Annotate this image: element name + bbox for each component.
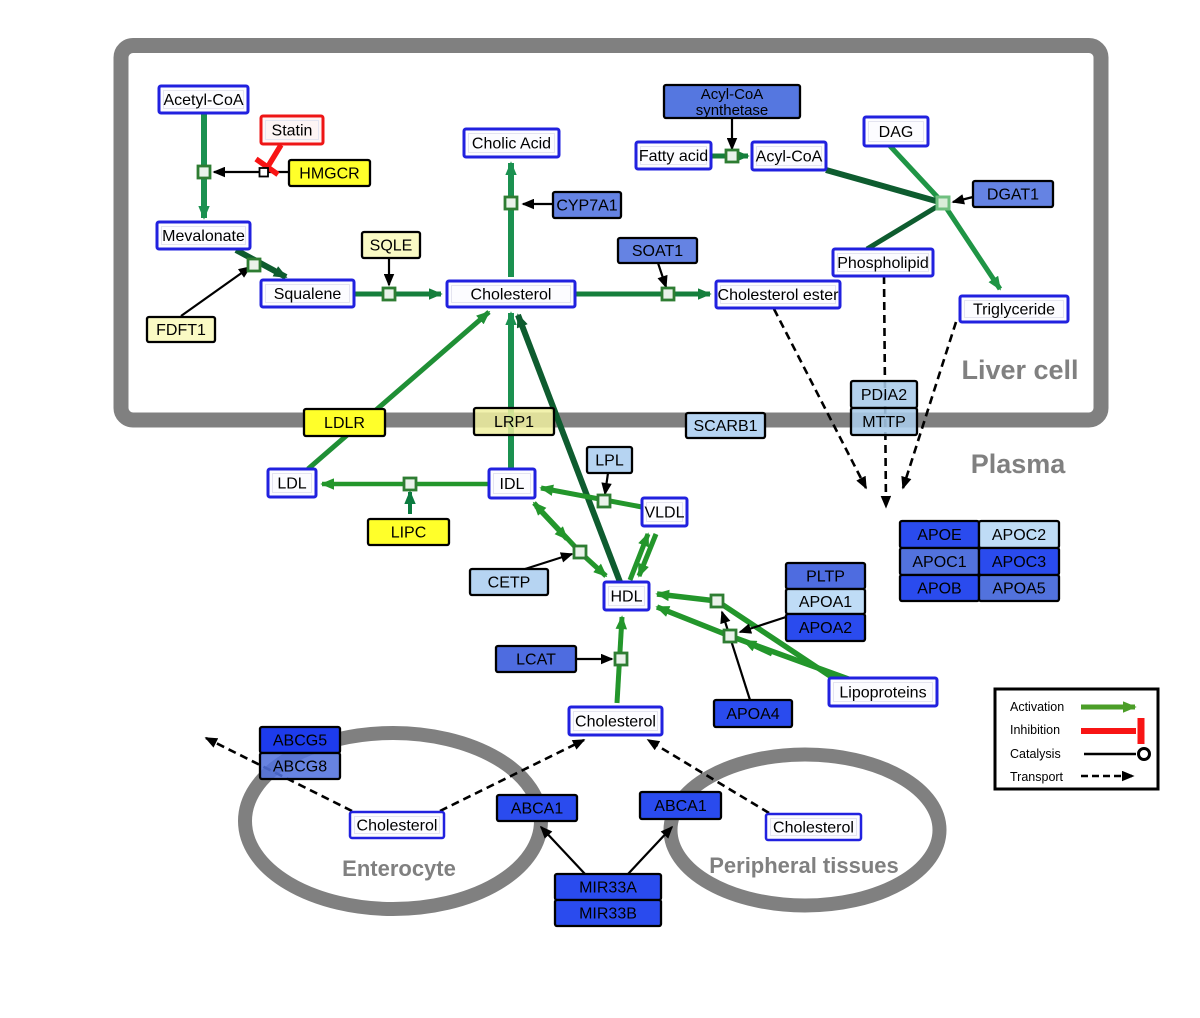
svg-text:APOA4: APOA4 (726, 706, 779, 723)
svg-text:MIR33B: MIR33B (579, 906, 637, 923)
svg-text:ABCA1: ABCA1 (654, 798, 707, 815)
svg-text:Inhibition: Inhibition (1010, 723, 1060, 737)
svg-text:synthetase: synthetase (696, 102, 769, 119)
svg-text:CETP: CETP (488, 575, 531, 592)
svg-text:Lipoproteins: Lipoproteins (839, 685, 926, 702)
svg-text:Cholic Acid: Cholic Acid (472, 136, 551, 153)
svg-text:APOC1: APOC1 (912, 554, 966, 571)
svg-text:Triglyceride: Triglyceride (973, 302, 1055, 319)
svg-text:APOA1: APOA1 (799, 594, 852, 611)
svg-text:APOC3: APOC3 (992, 554, 1046, 571)
svg-text:Cholesterol ester: Cholesterol ester (718, 287, 840, 304)
svg-text:Cholesterol: Cholesterol (575, 714, 656, 731)
svg-text:Cholesterol: Cholesterol (471, 287, 552, 304)
svg-text:LIPC: LIPC (391, 525, 427, 542)
svg-text:Plasma: Plasma (971, 449, 1067, 479)
svg-text:SCARB1: SCARB1 (693, 418, 757, 435)
svg-text:Acyl-CoA: Acyl-CoA (701, 86, 764, 103)
svg-text:Enterocyte: Enterocyte (342, 856, 456, 881)
svg-text:LCAT: LCAT (516, 652, 556, 669)
svg-text:VLDL: VLDL (644, 505, 684, 522)
svg-text:Cholesterol: Cholesterol (773, 820, 854, 837)
svg-text:HDL: HDL (610, 589, 642, 606)
svg-text:MTTP: MTTP (862, 414, 906, 431)
svg-text:Activation: Activation (1010, 700, 1064, 714)
svg-text:ABCG8: ABCG8 (273, 759, 327, 776)
svg-text:PLTP: PLTP (806, 569, 845, 586)
svg-text:Acetyl-CoA: Acetyl-CoA (163, 92, 243, 109)
svg-text:HMGCR: HMGCR (299, 166, 359, 183)
svg-text:MIR33A: MIR33A (579, 880, 637, 897)
svg-text:Liver cell: Liver cell (961, 355, 1078, 385)
svg-text:ABCA1: ABCA1 (511, 801, 564, 818)
svg-text:PDIA2: PDIA2 (861, 387, 907, 404)
svg-text:DGAT1: DGAT1 (987, 187, 1039, 204)
svg-text:DAG: DAG (879, 124, 914, 141)
svg-text:LPL: LPL (595, 453, 624, 470)
svg-text:APOE: APOE (917, 527, 961, 544)
svg-text:Squalene: Squalene (274, 286, 342, 303)
svg-text:Mevalonate: Mevalonate (162, 228, 245, 245)
svg-text:SOAT1: SOAT1 (632, 243, 683, 260)
svg-text:Phospholipid: Phospholipid (837, 255, 929, 272)
svg-text:Cholesterol: Cholesterol (357, 818, 438, 835)
svg-text:LRP1: LRP1 (494, 414, 534, 431)
svg-text:APOB: APOB (917, 581, 961, 598)
svg-text:Acyl-CoA: Acyl-CoA (756, 149, 823, 166)
svg-text:APOC2: APOC2 (992, 527, 1046, 544)
svg-text:APOA5: APOA5 (992, 581, 1045, 598)
svg-text:Fatty acid: Fatty acid (639, 148, 708, 165)
svg-text:APOA2: APOA2 (799, 620, 852, 637)
svg-text:ABCG5: ABCG5 (273, 733, 327, 750)
svg-text:Statin: Statin (272, 123, 313, 140)
svg-text:SQLE: SQLE (370, 238, 413, 255)
svg-text:Catalysis: Catalysis (1010, 747, 1061, 761)
svg-text:IDL: IDL (500, 476, 525, 493)
svg-text:LDL: LDL (277, 476, 306, 493)
svg-text:FDFT1: FDFT1 (156, 322, 206, 339)
svg-text:Transport: Transport (1010, 770, 1064, 784)
svg-text:CYP7A1: CYP7A1 (556, 198, 617, 215)
svg-text:Peripheral tissues: Peripheral tissues (709, 853, 899, 878)
svg-text:LDLR: LDLR (324, 415, 365, 432)
